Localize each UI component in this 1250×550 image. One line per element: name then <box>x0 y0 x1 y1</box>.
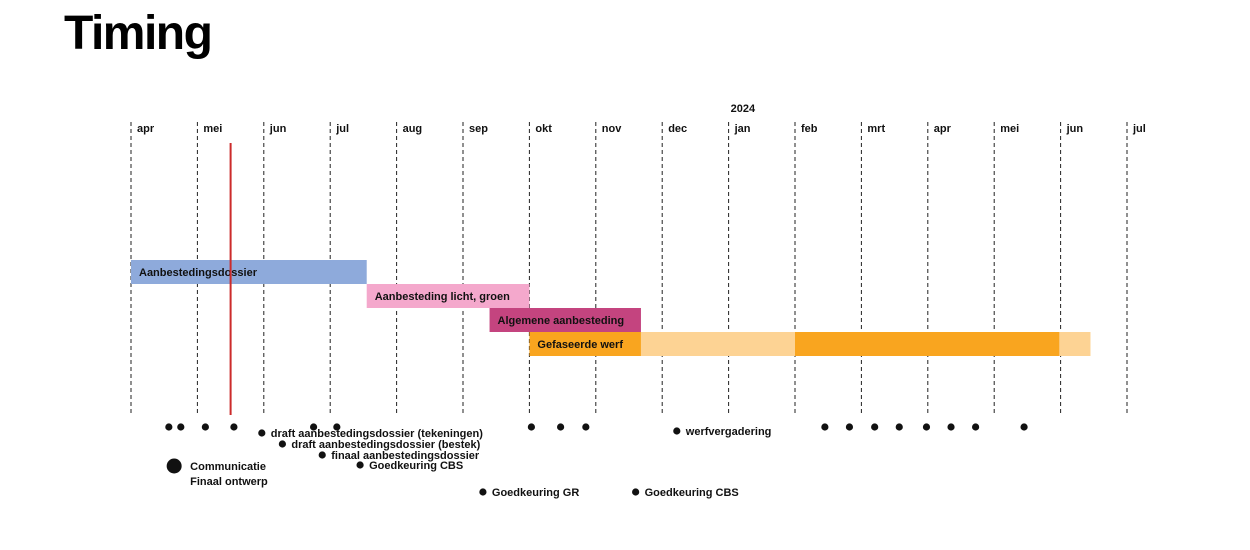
milestone-dot <box>871 423 879 431</box>
milestone-dot <box>333 423 341 431</box>
milestone-dot <box>527 423 535 431</box>
milestone-dot <box>895 423 903 431</box>
milestone-dot <box>230 423 238 431</box>
month-label: nov <box>602 123 622 135</box>
event-label-werfvergadering: werfvergadering <box>685 426 772 438</box>
month-label: aug <box>403 123 423 135</box>
month-label: apr <box>934 123 952 135</box>
bar-algemene-aanbesteding <box>489 308 641 332</box>
month-label: jan <box>734 123 751 135</box>
milestone-dot <box>947 423 955 431</box>
month-label: mrt <box>867 123 885 135</box>
event-dot-communicatie <box>166 458 182 474</box>
month-label: sep <box>469 123 488 135</box>
event-label-goedkeuring-gr: Goedkeuring GR <box>492 487 579 499</box>
event-dot-goedkeuring-gr <box>479 488 487 496</box>
milestone-dot <box>557 423 565 431</box>
year-label: 2024 <box>731 103 756 115</box>
bar-aanbestedingsdossier <box>131 260 367 284</box>
milestone-dot <box>177 423 185 431</box>
event-dot-werfvergadering <box>673 427 681 435</box>
milestone-dot <box>845 423 854 431</box>
event-label-draft-tekeningen: draft aanbestedingsdossier (tekeningen) <box>271 428 483 440</box>
month-label: apr <box>137 123 155 135</box>
milestone-dot <box>310 423 318 431</box>
bar-label-algemene-aanbesteding: Algemene aanbesteding <box>498 315 625 327</box>
event-label-goedkeuring-cbs-1: Goedkeuring CBS <box>369 460 463 472</box>
month-label: mei <box>1000 123 1019 135</box>
bar-label-aanbestedingsdossier: Aanbestedingsdossier <box>139 267 258 279</box>
month-label: jul <box>335 123 349 135</box>
month-label: dec <box>668 123 687 135</box>
month-label: jul <box>1132 123 1146 135</box>
bar-label-gefaseerde-werf: Gefaseerde werf <box>537 339 623 351</box>
event-dot-goedkeuring-cbs-1 <box>356 461 364 469</box>
milestone-dot <box>201 423 209 431</box>
month-label: mei <box>203 123 222 135</box>
event-label-finaal-dossier: finaal aanbestedingsdossier <box>331 450 480 462</box>
event-label-draft-bestek: draft aanbestedingsdossier (bestek) <box>291 439 480 451</box>
milestone-dot <box>1020 423 1028 431</box>
event-dot-goedkeuring-cbs-2 <box>632 488 640 496</box>
event-dot-draft-tekeningen <box>258 429 266 437</box>
milestone-dot <box>922 423 931 431</box>
milestone-dot <box>821 423 829 431</box>
milestone-dot <box>972 423 980 431</box>
event-dot-finaal-dossier <box>318 451 326 459</box>
milestone-dot <box>582 423 590 431</box>
bar-aanbesteding-licht-groen <box>366 284 530 308</box>
month-label: jun <box>1066 123 1084 135</box>
event-label-goedkeuring-cbs-2: Goedkeuring CBS <box>645 487 739 499</box>
event-dot-draft-bestek <box>278 440 286 448</box>
bar-label-aanbesteding-licht-groen: Aanbesteding licht, groen <box>375 291 510 303</box>
bar-gefaseerde-werf <box>529 332 641 356</box>
month-label: feb <box>801 123 818 135</box>
month-label: jun <box>269 123 287 135</box>
event-label-communicatie: Communicatie <box>190 461 266 473</box>
page-title: Timing <box>64 7 213 60</box>
event-label-communicatie: Finaal ontwerp <box>190 476 268 488</box>
milestone-dot <box>165 423 173 431</box>
month-label: okt <box>535 123 552 135</box>
bar-gefaseerde-werf-donker <box>795 332 1060 356</box>
